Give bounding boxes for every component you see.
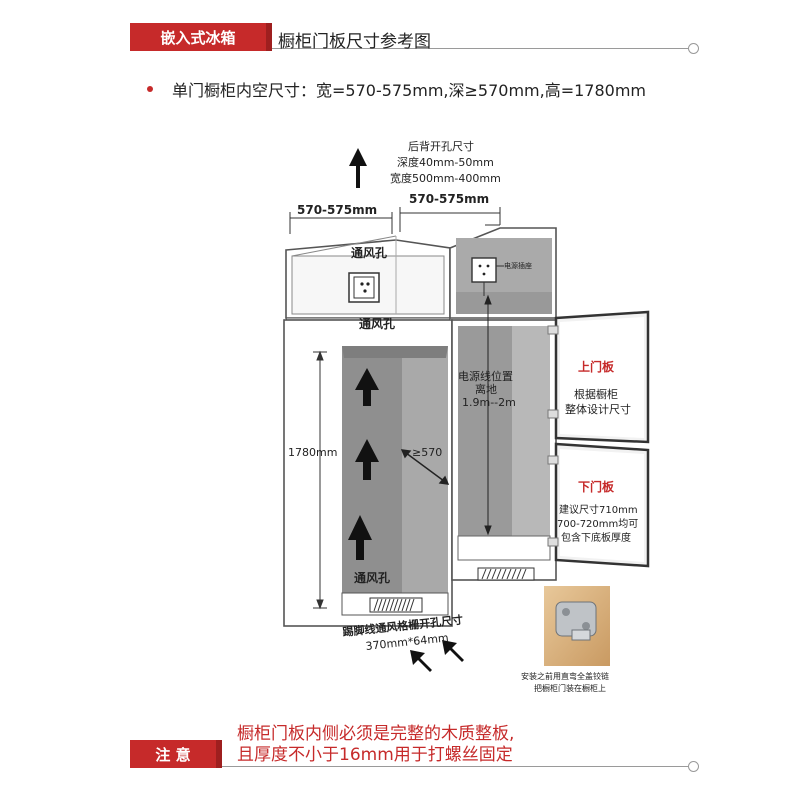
airflow-up-arrow-icon [349, 148, 367, 188]
cavity-up-arrow-2-icon [355, 439, 379, 480]
back-hole-width: 宽度500mm-400mm [390, 171, 501, 185]
hinge-caption-2: 把橱柜门装在橱柜上 [534, 683, 606, 693]
vent-middle-label: 通风孔 [359, 316, 395, 331]
notice-line-2: 且厚度不小于16mm用于打螺丝固定 [237, 745, 513, 765]
vent-bottom-label: 通风孔 [354, 570, 390, 585]
kick-arrow-2-icon [442, 640, 464, 662]
notice-rule [130, 766, 688, 767]
upper-door-line1: 根据橱柜 [574, 387, 618, 401]
right-top-cabinet [449, 227, 557, 319]
socket-left-icon [348, 272, 380, 303]
height-dimension [313, 350, 327, 610]
notice-tag-label: 注 意 [155, 745, 191, 764]
notice-tag: 注 意 [130, 740, 222, 768]
lower-door-line1: 建议尺寸710mm [559, 503, 638, 516]
lower-door-line3: 包含下底板厚度 [561, 531, 631, 544]
notice-end-dot [688, 761, 699, 772]
notice-text: 橱柜门板内侧必须是完整的木质整板, 且厚度不小于16mm用于打螺丝固定 [237, 724, 514, 766]
cavity-up-arrow-1-icon [355, 368, 379, 406]
kick-arrow-1-icon [410, 650, 432, 672]
hinge-caption-1: 安装之前用直弯全盖铰链 [521, 671, 609, 681]
hinge-photo [544, 586, 610, 666]
lower-door [554, 442, 650, 568]
upper-door-title: 上门板 [578, 359, 615, 374]
socket-label: 电源插座 [504, 261, 532, 270]
header-tag-label: 嵌入式冰箱 [160, 28, 236, 47]
cable-dimension [484, 294, 492, 536]
cable-title: 电源线位置 [458, 369, 513, 383]
vent-top-label: 通风孔 [351, 245, 387, 260]
cable-line3: 1.9m--2m [462, 396, 516, 409]
header-end-dot [688, 43, 699, 54]
header-rule [130, 48, 688, 49]
depth-label: ≥570 [412, 446, 442, 459]
spec-bullet [147, 86, 153, 92]
spec-line: 单门橱柜内空尺寸：宽=570-575mm,深≥570mm,高=1780mm [172, 81, 647, 100]
cable-line2: 离地 [475, 382, 497, 396]
width-right-label: 570-575mm [409, 192, 489, 206]
lower-door-title: 下门板 [578, 479, 615, 494]
height-label: 1780mm [288, 446, 337, 459]
upper-door [554, 310, 650, 444]
top-dimension-lines [289, 207, 501, 234]
width-left-label: 570-575mm [297, 203, 377, 217]
lower-door-line2: 700-720mm均可 [557, 518, 638, 530]
door-hinges [547, 325, 559, 547]
notice-line-1: 橱柜门板内侧必须是完整的木质整板, [237, 724, 515, 744]
depth-arrow [400, 449, 450, 485]
header-tag: 嵌入式冰箱 [130, 23, 272, 51]
back-hole-depth: 深度40mm-50mm [397, 155, 494, 169]
right-cabinet [451, 319, 557, 581]
page-title: 橱柜门板尺寸参考图 [278, 32, 431, 52]
back-hole-title: 后背开孔尺寸 [408, 139, 474, 153]
cavity-up-arrow-3-icon [348, 515, 372, 560]
upper-door-line2: 整体设计尺寸 [565, 402, 631, 416]
